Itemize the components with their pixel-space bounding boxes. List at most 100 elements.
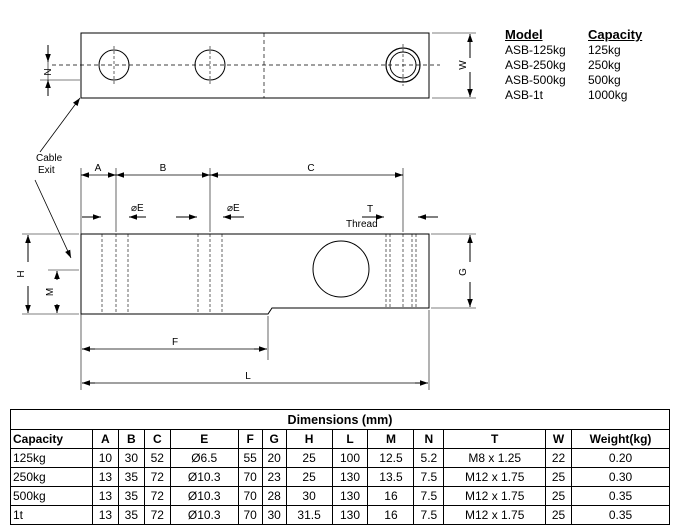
table-cell: 250kg <box>10 467 93 487</box>
table-cell: 5.2 <box>413 448 445 468</box>
model-name: ASB-250kg <box>505 58 566 72</box>
column-header: N <box>413 429 445 449</box>
table-cell: 55 <box>237 448 263 468</box>
table-cell: 12.5 <box>367 448 415 468</box>
table-cell: 0.35 <box>571 505 670 525</box>
table-cell: 23 <box>261 467 287 487</box>
table-cell: 72 <box>143 505 171 525</box>
capacity-column: Capacity 125kg 250kg 500kg 1000kg <box>588 27 642 103</box>
table-cell: 28 <box>261 486 287 506</box>
table-cell: 25 <box>285 467 333 487</box>
table-cell: M8 x 1.25 <box>443 448 547 468</box>
top-view: N W <box>40 32 476 99</box>
table-cell: 130 <box>331 486 369 506</box>
column-header: A <box>91 429 119 449</box>
column-header: Weight(kg) <box>571 429 670 449</box>
dim-m-label: M <box>45 288 56 296</box>
column-header: W <box>545 429 573 449</box>
table-cell: 35 <box>117 505 145 525</box>
column-header: B <box>117 429 145 449</box>
table-cell: M12 x 1.75 <box>443 486 547 506</box>
column-header: G <box>261 429 287 449</box>
table-cell: 30 <box>261 505 287 525</box>
dim-w-label: W <box>458 60 469 70</box>
column-header: T <box>443 429 547 449</box>
table-cell: 25 <box>545 467 573 487</box>
table-cell: 72 <box>143 467 171 487</box>
cable-exit-label-2: Exit <box>38 165 55 176</box>
table-cell: 20 <box>261 448 287 468</box>
table-cell: 30 <box>285 486 333 506</box>
dim-a-label: A <box>95 163 102 174</box>
table-cell: 7.5 <box>413 486 445 506</box>
table-cell: 7.5 <box>413 467 445 487</box>
table-cell: 0.20 <box>571 448 670 468</box>
table-cell: M12 x 1.75 <box>443 467 547 487</box>
cable-exit-label-1: Cable <box>36 153 63 164</box>
column-header: C <box>143 429 171 449</box>
table-cell: 22 <box>545 448 573 468</box>
table-cell: 7.5 <box>413 505 445 525</box>
dim-g-label: G <box>458 268 469 276</box>
table-cell: 72 <box>143 486 171 506</box>
table-cell: 70 <box>237 505 263 525</box>
table-cell: 35 <box>117 467 145 487</box>
dim-n-label: N <box>43 68 54 75</box>
table-cell: Ø10.3 <box>169 467 239 487</box>
table-cell: 35 <box>117 486 145 506</box>
table-cell: 13 <box>91 467 119 487</box>
column-header: H <box>285 429 333 449</box>
table-cell: 16 <box>367 486 415 506</box>
table-cell: 25 <box>545 505 573 525</box>
table-cell: 52 <box>143 448 171 468</box>
dim-t-label: T <box>367 204 373 215</box>
dim-f-label: F <box>172 337 178 348</box>
table-cell: 1t <box>10 505 93 525</box>
thread-label: Thread <box>346 219 378 230</box>
table-cell: 70 <box>237 486 263 506</box>
table-cell: 31.5 <box>285 505 333 525</box>
load-cell-drawing: N W Cable Exit <box>16 32 476 390</box>
dim-l-label: L <box>245 371 251 382</box>
table-cell: Ø6.5 <box>169 448 239 468</box>
dim-e1-label: ⌀E <box>131 203 144 214</box>
side-view: A B C ⌀E ⌀E T Thread H M G <box>16 163 476 390</box>
table-cell: 0.35 <box>571 486 670 506</box>
top-view-body <box>80 32 430 99</box>
table-cell: 130 <box>331 467 369 487</box>
table-cell: 13 <box>91 505 119 525</box>
table-cell: 0.30 <box>571 467 670 487</box>
side-view-bore <box>312 240 370 298</box>
table-cell: M12 x 1.75 <box>443 505 547 525</box>
table-cell: 16 <box>367 505 415 525</box>
table-cell: 130 <box>331 505 369 525</box>
column-header: E <box>169 429 239 449</box>
model-name: ASB-125kg <box>505 43 566 57</box>
dim-h-label: H <box>16 270 27 277</box>
mounting-hole-2 <box>194 49 226 81</box>
column-header: M <box>367 429 415 449</box>
capacity-header: Capacity <box>588 27 643 42</box>
table-cell: 70 <box>237 467 263 487</box>
model-name: ASB-1t <box>505 88 544 102</box>
table-cell: 100 <box>331 448 369 468</box>
model-capacity: 250kg <box>588 58 621 72</box>
model-header: Model <box>505 27 543 42</box>
table-cell: 25 <box>545 486 573 506</box>
table-cell: 13 <box>91 486 119 506</box>
cable-exit-callout: Cable Exit <box>34 97 81 259</box>
dim-e2-label: ⌀E <box>227 203 240 214</box>
model-capacity: 500kg <box>588 73 621 87</box>
model-capacity: 1000kg <box>588 88 628 102</box>
table-cell: 25 <box>285 448 333 468</box>
side-view-body <box>80 233 430 315</box>
dimensions-title: Dimensions (mm) <box>10 409 670 430</box>
dim-b-label: B <box>160 163 167 174</box>
table-cell: 13.5 <box>367 467 415 487</box>
column-header: F <box>237 429 263 449</box>
column-header: Capacity <box>10 429 93 449</box>
